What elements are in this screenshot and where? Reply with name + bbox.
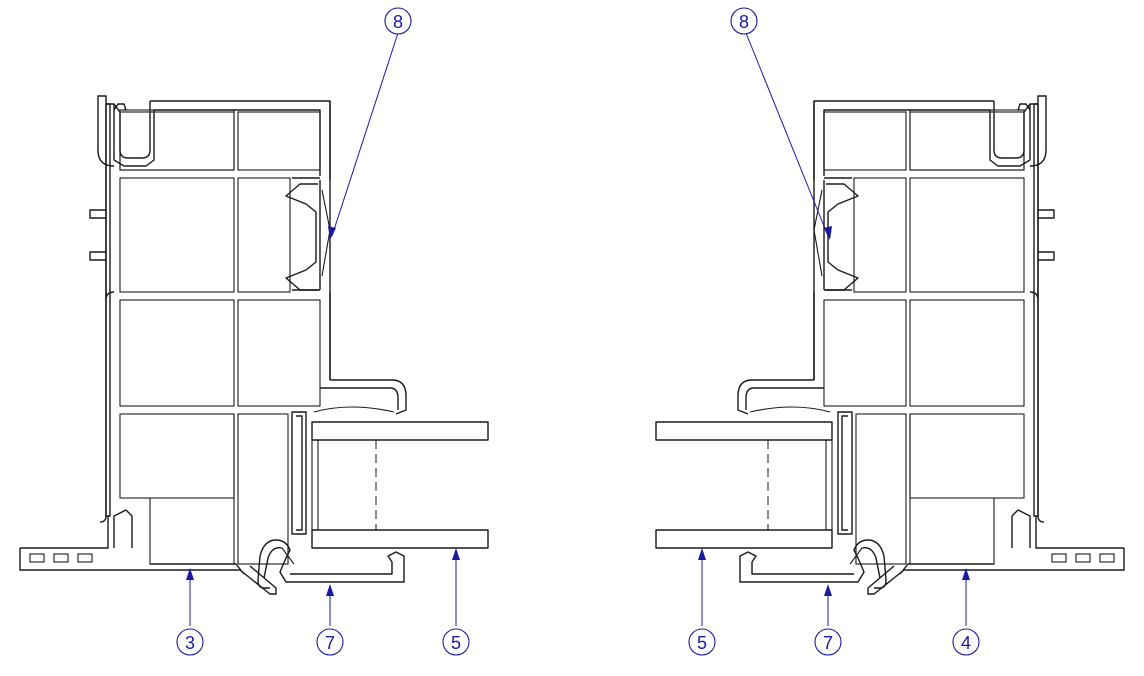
- callout-3-left-label: 3: [185, 633, 195, 653]
- callout-3-left: 3: [176, 628, 204, 656]
- callout-8-left: 8: [384, 7, 412, 35]
- callout-7-left: 7: [316, 628, 344, 656]
- callout-5-right: 5: [688, 628, 716, 656]
- callout-8-right-label: 8: [739, 12, 749, 32]
- callout-7-right: 7: [814, 628, 842, 656]
- callout-8-left-label: 8: [393, 12, 403, 32]
- left-profile-section: [19, 95, 489, 595]
- callout-5-left: 5: [442, 628, 470, 656]
- callout-8-right: 8: [730, 7, 758, 35]
- callout-5-left-label: 5: [451, 633, 461, 653]
- callout-4-right-label: 4: [961, 633, 971, 653]
- callout-7-right-label: 7: [823, 633, 833, 653]
- right-callout-leaders: [698, 32, 970, 626]
- callout-5-right-label: 5: [697, 633, 707, 653]
- callout-4-right: 4: [952, 628, 980, 656]
- left-callout-leaders: [186, 32, 460, 626]
- right-profile-section: [655, 95, 1125, 595]
- callout-7-left-label: 7: [325, 633, 335, 653]
